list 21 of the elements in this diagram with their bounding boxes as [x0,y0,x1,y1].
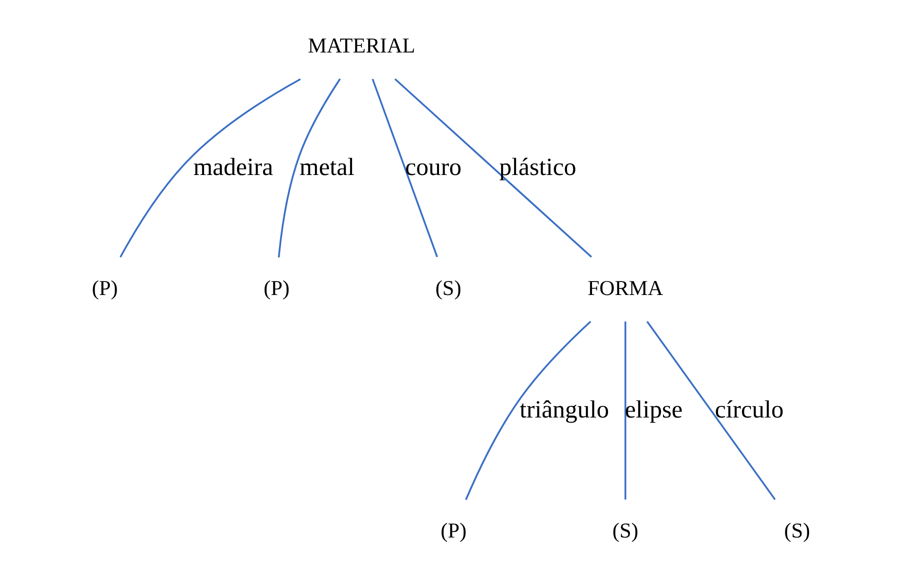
connector [624,322,626,500]
node-text: (S) [784,518,810,543]
node-text: (P) [92,276,118,300]
node-text: (S) [612,518,638,543]
connector [394,78,592,258]
edge-label: couro [405,154,462,181]
connector [646,321,776,500]
edge-label: madeira [193,154,274,181]
node-text: MATERIAL [308,33,416,58]
connector [278,78,341,258]
edge-label: triângulo [520,396,610,424]
connector [465,320,592,500]
node-text: (S) [435,276,462,300]
connector [372,78,438,258]
node-text: FORMA [588,276,664,300]
connector [120,78,301,258]
edge-label: metal [300,154,355,181]
node-text: (P) [440,518,467,543]
node-text: (P) [264,276,290,300]
edge-label: plástico [499,154,576,181]
edge-label: círculo [714,396,784,424]
